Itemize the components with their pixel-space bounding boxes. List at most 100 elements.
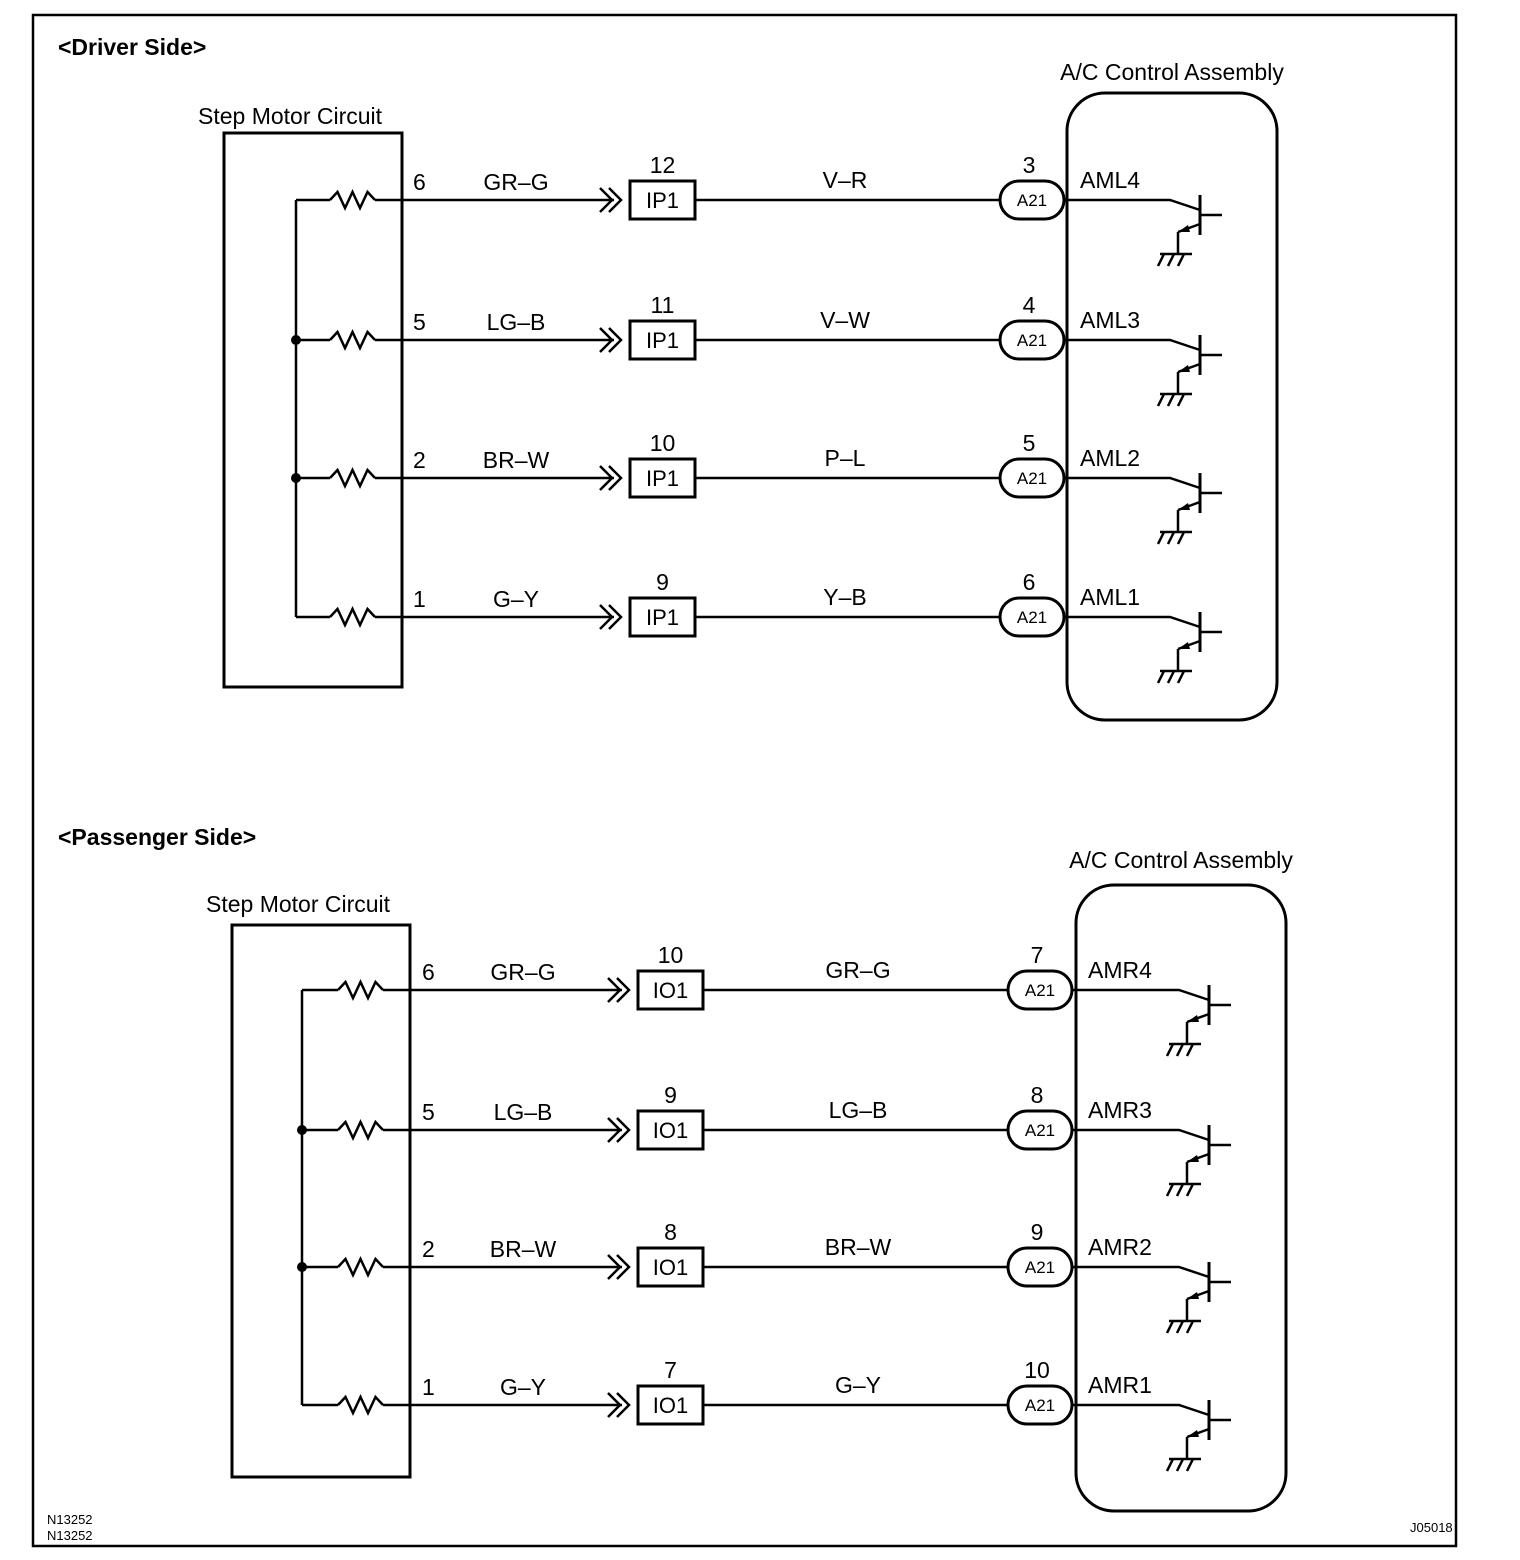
junction-connector-pin: 7 — [664, 1357, 677, 1383]
junction-connector-pin: 12 — [650, 152, 676, 178]
wire-color-left: G–Y — [500, 1374, 546, 1400]
coil-resistor-icon — [329, 329, 376, 351]
ground-icon — [1165, 1182, 1201, 1197]
wire-color-left: BR–W — [483, 447, 550, 473]
ecu-terminal-lead — [1072, 988, 1210, 1002]
ecu-connector-pin: 9 — [1031, 1219, 1044, 1245]
connector-chevron-icon — [607, 1254, 622, 1280]
connector-chevron-icon — [599, 187, 614, 213]
ecu-terminal-lead — [1064, 615, 1201, 629]
ground-icon — [1165, 1457, 1201, 1472]
connector-chevron-icon — [608, 604, 623, 630]
junction-connector-label: IP1 — [646, 605, 679, 630]
coil-resistor-icon — [329, 189, 376, 211]
junction-connector-pin: 10 — [650, 430, 676, 456]
connector-chevron-icon — [608, 187, 623, 213]
connector-chevron-icon — [608, 465, 623, 491]
ecu-terminal-lead — [1072, 1403, 1210, 1417]
ecu-terminal-lead — [1064, 476, 1201, 490]
ecu-terminal-name: AMR3 — [1088, 1097, 1152, 1123]
ecu-terminal-name: AMR4 — [1088, 957, 1152, 983]
ecu-connector-pin: 7 — [1031, 942, 1044, 968]
coil-resistor-icon — [337, 1394, 384, 1416]
transistor-icon — [1176, 335, 1222, 394]
connector-chevron-icon — [607, 1392, 622, 1418]
wire-color-right: Y–B — [823, 584, 866, 610]
ecu-terminal-name: AML3 — [1080, 307, 1140, 333]
ecu-terminal-lead — [1064, 338, 1201, 352]
step-motor-title: Step Motor Circuit — [198, 103, 383, 129]
ecu-terminal-name: AMR2 — [1088, 1234, 1152, 1260]
ground-icon — [1165, 1319, 1201, 1334]
junction-connector-pin: 11 — [651, 292, 675, 318]
ecu-connector-pin: 3 — [1023, 152, 1036, 178]
motor-pin-number: 6 — [422, 959, 435, 985]
ecu-connector-label: A21 — [1017, 608, 1047, 627]
ecu-connector-pin: 5 — [1023, 430, 1036, 456]
motor-pin-number: 1 — [413, 586, 426, 612]
junction-connector-pin: 9 — [656, 569, 669, 595]
step-motor-box — [222, 131, 404, 689]
ecu-terminal-name: AML1 — [1080, 584, 1140, 610]
wire-color-right: G–Y — [835, 1372, 881, 1398]
ecu-connector-pin: 4 — [1023, 292, 1036, 318]
wire-color-right: V–W — [820, 307, 870, 333]
ecu-connector-pin: 10 — [1024, 1357, 1050, 1383]
transistor-icon — [1176, 612, 1222, 671]
connector-chevron-icon — [608, 327, 623, 353]
ac-control-assembly-box — [1065, 91, 1279, 722]
junction-connector-label: IO1 — [653, 1118, 688, 1143]
connector-chevron-icon — [616, 1392, 631, 1418]
ground-icon — [1156, 530, 1192, 545]
connector-chevron-icon — [616, 977, 631, 1003]
coil-resistor-icon — [337, 1256, 384, 1278]
connector-chevron-icon — [599, 465, 614, 491]
ecu-terminal-lead — [1072, 1265, 1210, 1279]
junction-connector-pin: 10 — [658, 942, 684, 968]
ecu-connector-label: A21 — [1017, 469, 1047, 488]
ground-icon — [1165, 1042, 1201, 1057]
junction-connector-label: IO1 — [653, 1393, 688, 1418]
junction-connector-label: IP1 — [646, 188, 679, 213]
ecu-connector-label: A21 — [1025, 981, 1055, 1000]
ecu-connector-label: A21 — [1025, 1121, 1055, 1140]
junction-connector-label: IO1 — [653, 978, 688, 1003]
footer-code-1: N13252 — [47, 1512, 93, 1527]
ecu-connector-label: A21 — [1025, 1396, 1055, 1415]
wire-color-left: BR–W — [490, 1236, 557, 1262]
ecu-terminal-name: AML4 — [1080, 167, 1140, 193]
coil-resistor-icon — [337, 1119, 384, 1141]
transistor-icon — [1176, 195, 1222, 254]
wire-color-left: LG–B — [494, 1099, 553, 1125]
ecu-terminal-name: AMR1 — [1088, 1372, 1152, 1398]
coil-resistor-icon — [337, 979, 384, 1001]
ecu-terminal-lead — [1072, 1128, 1210, 1142]
junction-connector-pin: 9 — [664, 1082, 677, 1108]
wire-color-left: GR–G — [490, 959, 555, 985]
ecu-terminal-name: AML2 — [1080, 445, 1140, 471]
junction-connector-label: IO1 — [653, 1255, 688, 1280]
figure-id: J05018 — [1410, 1520, 1453, 1535]
wire-color-left: G–Y — [493, 586, 539, 612]
motor-pin-number: 2 — [422, 1236, 435, 1262]
transistor-icon — [1185, 1125, 1231, 1184]
junction-connector-label: IP1 — [646, 466, 679, 491]
motor-pin-number: 2 — [413, 447, 426, 473]
connector-chevron-icon — [607, 1117, 622, 1143]
connector-chevron-icon — [607, 977, 622, 1003]
step-motor-title: Step Motor Circuit — [206, 891, 391, 917]
wire-color-left: GR–G — [483, 169, 548, 195]
ecu-terminal-lead — [1064, 198, 1201, 212]
ac-control-assembly-box — [1074, 883, 1288, 1513]
transistor-icon — [1185, 985, 1231, 1044]
motor-pin-number: 5 — [413, 309, 426, 335]
connector-chevron-icon — [616, 1117, 631, 1143]
